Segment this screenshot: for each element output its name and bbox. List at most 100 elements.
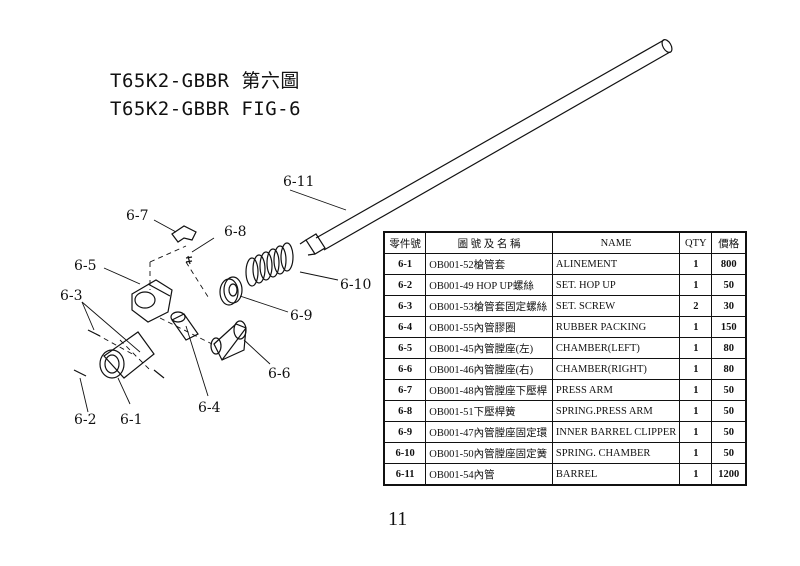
part-number: 6-1 [383,253,427,275]
part-code: OB001-55內管膠圈 [425,316,553,338]
part-name: SET. HOP UP [551,274,681,296]
table-row: 6-1 OB001-52槍管套 ALINEMENT 1 800 [383,253,747,275]
part-name: CHAMBER(LEFT) [551,337,681,359]
part-name: ALINEMENT [551,253,681,275]
callout-6-3: 6-3 [60,288,83,304]
chamber-left-part [131,279,173,323]
part-price: 80 [711,337,747,359]
table-row: 6-11 OB001-54內管 BARREL 1 1200 [383,463,747,486]
part-code: OB001-52槍管套 [425,253,553,275]
callout-6-7: 6-7 [126,208,149,224]
part-name: CHAMBER(RIGHT) [551,358,681,380]
callout-6-9: 6-9 [290,308,313,324]
part-price: 80 [711,358,747,380]
barrel-part [299,39,673,256]
column-header-part-no: 零件號 [383,231,427,254]
table-row: 6-9 OB001-47內管膛座固定環 INNER BARREL CLIPPER… [383,421,747,443]
parts-list-table: 零件號 圖 號 及 名 稱 NAME QTY 價格 6-1 OB001-52槍管… [383,231,747,486]
callout-leader-lines [79,189,347,413]
part-price: 30 [711,295,747,317]
part-name: SET. SCREW [551,295,681,317]
press-arm-spring-part [185,255,193,265]
part-code: OB001-53槍管套固定螺絲 [425,295,553,317]
table-row: 6-6 OB001-46內管膛座(右) CHAMBER(RIGHT) 1 80 [383,358,747,380]
part-price: 50 [711,421,747,443]
alinement-part [99,331,155,379]
press-arm-part [171,225,197,243]
part-price: 50 [711,274,747,296]
part-price: 1200 [711,463,747,486]
part-code: OB001-49 HOP UP螺絲 [425,274,553,296]
part-qty: 1 [679,253,713,275]
part-qty: 1 [679,337,713,359]
part-qty: 1 [679,463,713,486]
column-header-qty: QTY [679,231,713,254]
callout-6-1: 6-1 [120,412,143,428]
part-name: INNER BARREL CLIPPER [551,421,681,443]
callout-6-2: 6-2 [74,412,97,428]
hop-up-screw-part [73,369,87,377]
column-header-code-name: 圖 號 及 名 稱 [425,231,553,254]
chamber-spring-part [245,242,294,287]
part-price: 150 [711,316,747,338]
part-qty: 1 [679,358,713,380]
part-number: 6-7 [383,379,427,401]
part-qty: 1 [679,316,713,338]
part-number: 6-2 [383,274,427,296]
page-title-english: T65K2-GBBR FIG-6 [110,98,302,120]
part-name: RUBBER PACKING [551,316,681,338]
part-code: OB001-51下壓桿簧 [425,400,553,422]
table-row: 6-2 OB001-49 HOP UP螺絲 SET. HOP UP 1 50 [383,274,747,296]
part-code: OB001-46內管膛座(右) [425,358,553,380]
part-price: 50 [711,379,747,401]
part-code: OB001-47內管膛座固定環 [425,421,553,443]
part-name: BARREL [551,463,681,486]
callout-6-4: 6-4 [198,400,221,416]
part-price: 800 [711,253,747,275]
inner-barrel-clipper-part [219,276,243,306]
column-header-name: NAME [551,231,681,254]
part-number: 6-11 [383,463,427,486]
part-code: OB001-45內管膛座(左) [425,337,553,359]
rubber-packing-part [170,311,199,341]
part-code: OB001-50內管膛座固定簧 [425,442,553,464]
part-qty: 1 [679,421,713,443]
part-number: 6-10 [383,442,427,464]
part-qty: 1 [679,400,713,422]
part-number: 6-8 [383,400,427,422]
part-price: 50 [711,400,747,422]
table-row: 6-8 OB001-51下壓桿簧 SPRING.PRESS ARM 1 50 [383,400,747,422]
table-header-row: 零件號 圖 號 及 名 稱 NAME QTY 價格 [383,231,747,254]
set-screw-part [87,329,165,379]
page-title-chinese: T65K2-GBBR 第六圖 [110,70,300,92]
part-name: PRESS ARM [551,379,681,401]
part-name: SPRING.PRESS ARM [551,400,681,422]
callout-6-10: 6-10 [340,277,371,293]
table-row: 6-7 OB001-48內管膛座下壓桿 PRESS ARM 1 50 [383,379,747,401]
part-qty: 2 [679,295,713,317]
table-row: 6-5 OB001-45內管膛座(左) CHAMBER(LEFT) 1 80 [383,337,747,359]
assembly-guide-lines [95,245,213,371]
chamber-right-part [210,320,247,361]
page-number: 11 [388,508,408,530]
table-row: 6-10 OB001-50內管膛座固定簧 SPRING. CHAMBER 1 5… [383,442,747,464]
part-number: 6-5 [383,337,427,359]
part-code: OB001-48內管膛座下壓桿 [425,379,553,401]
callout-6-5: 6-5 [74,258,97,274]
part-qty: 1 [679,442,713,464]
callout-6-11: 6-11 [283,174,314,190]
part-number: 6-9 [383,421,427,443]
callout-6-6: 6-6 [268,366,291,382]
column-header-price: 價格 [711,231,747,254]
part-number: 6-6 [383,358,427,380]
part-number: 6-4 [383,316,427,338]
part-number: 6-3 [383,295,427,317]
part-price: 50 [711,442,747,464]
table-row: 6-3 OB001-53槍管套固定螺絲 SET. SCREW 2 30 [383,295,747,317]
callout-6-8: 6-8 [224,224,247,240]
part-qty: 1 [679,274,713,296]
part-qty: 1 [679,379,713,401]
part-code: OB001-54內管 [425,463,553,486]
table-row: 6-4 OB001-55內管膠圈 RUBBER PACKING 1 150 [383,316,747,338]
